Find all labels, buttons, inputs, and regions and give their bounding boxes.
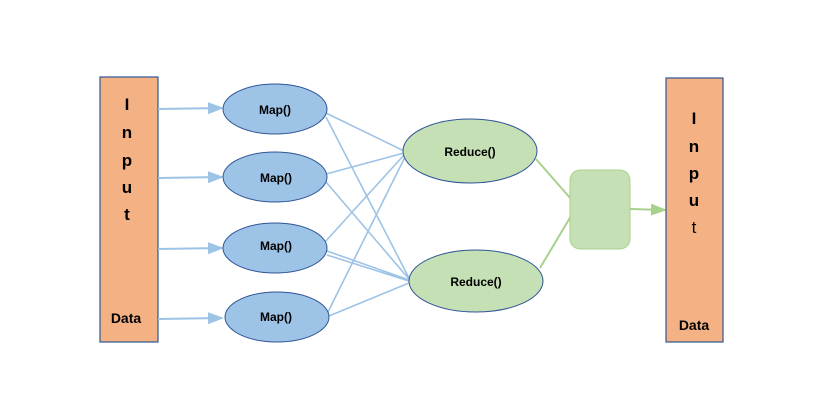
reduce-label: Reduce() xyxy=(444,145,495,159)
map-node: Map() xyxy=(224,291,330,343)
map-node: Map() xyxy=(222,222,328,274)
input-letter: p xyxy=(122,151,132,170)
input-arrow xyxy=(157,171,224,184)
map-node: Map() xyxy=(222,151,328,203)
input-arrow xyxy=(157,242,224,255)
map-reduce-edge xyxy=(325,181,410,280)
input-letter: u xyxy=(122,178,132,197)
map-reduce-edge xyxy=(324,154,405,243)
map-reduce-edge xyxy=(325,152,405,175)
output-data-label: Data xyxy=(679,317,710,333)
map-reduce-edge xyxy=(326,254,410,282)
reduce-combine-edge xyxy=(535,158,572,200)
reduce-combine-edge xyxy=(539,215,572,269)
reduce-label: Reduce() xyxy=(450,275,501,289)
input-arrow xyxy=(157,102,224,115)
input-letter: t xyxy=(124,205,130,224)
output-letter: n xyxy=(689,137,699,156)
input-arrow xyxy=(157,312,224,325)
output-arrow xyxy=(629,203,667,216)
input-letter: n xyxy=(122,123,132,142)
input-letter: I xyxy=(125,95,130,114)
map-node: Map() xyxy=(222,83,328,135)
input-data-box: I n p u t Data xyxy=(99,76,159,343)
map-label: Map() xyxy=(260,171,292,185)
map-reduce-edge xyxy=(325,116,410,279)
reduce-node: Reduce() xyxy=(402,118,538,184)
output-letter: I xyxy=(692,109,697,128)
output-letter: t xyxy=(692,218,697,237)
map-label: Map() xyxy=(260,239,292,253)
combine-box xyxy=(569,169,631,250)
map-label: Map() xyxy=(259,103,291,117)
reduce-node: Reduce() xyxy=(408,249,544,313)
output-data-box: I n p u t Data xyxy=(665,77,724,343)
map-reduce-edge xyxy=(325,112,405,152)
map-label: Map() xyxy=(260,310,292,324)
map-reduce-edge xyxy=(327,156,406,313)
map-reduce-edge xyxy=(326,250,410,281)
map-reduce-edge xyxy=(328,282,410,317)
output-letter: p xyxy=(689,164,699,183)
output-letter: u xyxy=(689,191,699,210)
input-data-label: Data xyxy=(111,310,142,326)
